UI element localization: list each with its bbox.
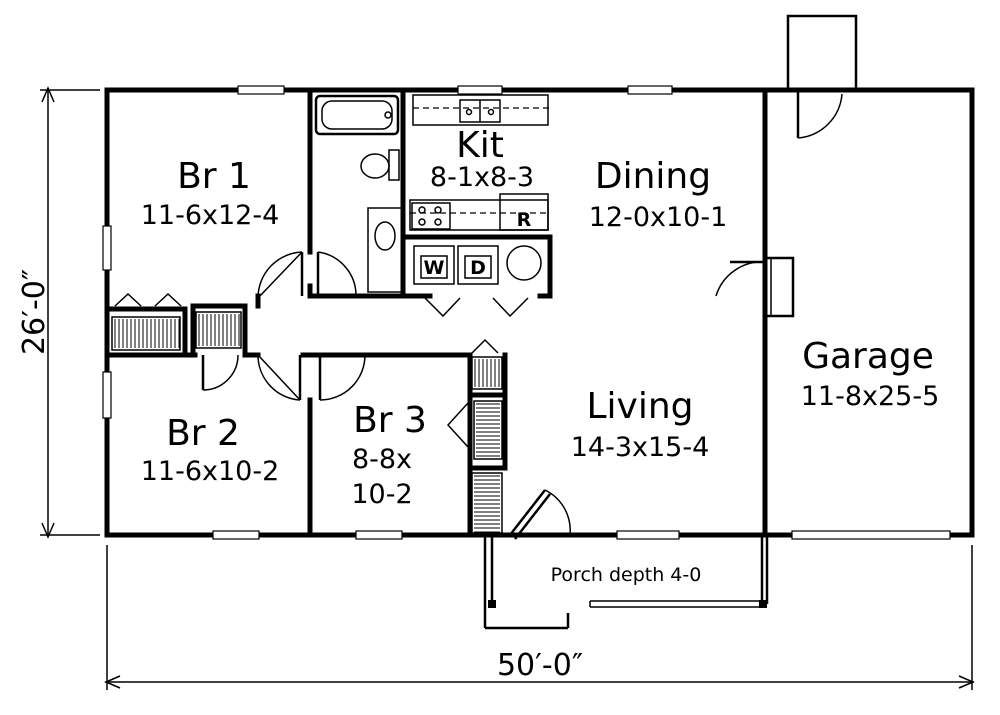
br2-name: Br 2 bbox=[166, 413, 240, 454]
garage-dims: 11-8x25-5 bbox=[801, 381, 940, 412]
windows bbox=[102, 85, 951, 540]
porch bbox=[483, 535, 769, 630]
dining-name: Dining bbox=[595, 156, 711, 197]
garage-entry bbox=[786, 14, 858, 139]
garage-name: Garage bbox=[802, 336, 934, 377]
br3-dims-line2: 10-2 bbox=[351, 479, 412, 510]
kit-name: Kit bbox=[456, 125, 504, 166]
porch-label: Porch depth 4-0 bbox=[551, 564, 702, 586]
dining-dims: 12-0x10-1 bbox=[589, 202, 728, 233]
range-label: R bbox=[517, 209, 532, 231]
overall-depth-label: 26′-0″ bbox=[17, 269, 52, 355]
washer-label: W bbox=[424, 257, 445, 279]
appliance-labels: W D R bbox=[424, 209, 532, 279]
br3-dims-line1: 8-8x bbox=[352, 444, 412, 475]
br1-dims: 11-6x12-4 bbox=[141, 200, 280, 231]
living-name: Living bbox=[586, 386, 693, 427]
doors bbox=[114, 251, 795, 540]
kitchen-fixtures bbox=[409, 94, 550, 285]
dryer-label: D bbox=[470, 257, 486, 279]
br1-name: Br 1 bbox=[177, 156, 251, 197]
bathroom-fixtures bbox=[314, 94, 403, 293]
interior-walls bbox=[104, 87, 553, 538]
br3-name: Br 3 bbox=[353, 400, 427, 441]
room-labels: Br 1 11-6x12-4 Br 2 11-6x10-2 Br 3 8-8x … bbox=[141, 125, 940, 510]
br2-dims: 11-6x10-2 bbox=[141, 456, 280, 487]
kit-dims: 8-1x8-3 bbox=[430, 162, 534, 193]
living-dims: 14-3x15-4 bbox=[571, 432, 710, 463]
dimension-lines bbox=[40, 86, 975, 690]
overall-width-label: 50′-0″ bbox=[497, 648, 583, 683]
closet-shelving bbox=[111, 311, 503, 534]
